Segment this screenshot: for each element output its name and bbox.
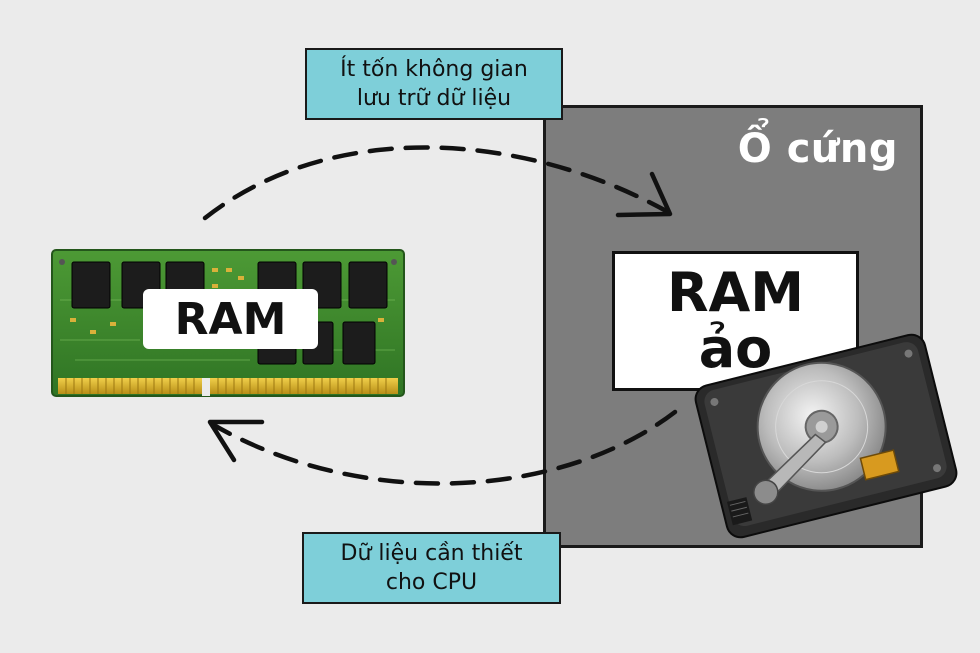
hard-drive-title: Ổ cứng — [737, 126, 898, 172]
callout-bottom-line2: cho CPU — [385, 570, 478, 595]
callout-bottom: Dữ liệu cần thiết cho CPU — [302, 532, 561, 604]
virtual-ram-line1: RAM — [666, 261, 805, 324]
callout-top-line2: lưu trữ dữ liệu — [356, 86, 512, 111]
virtual-ram-line2: ảo — [698, 317, 773, 380]
callout-top-line1: Ít tốn không gian — [340, 57, 528, 82]
callout-top: Ít tốn không gian lưu trữ dữ liệu — [305, 48, 563, 120]
ram-label: RAM — [143, 289, 318, 349]
callout-bottom-line1: Dữ liệu cần thiết — [340, 541, 523, 566]
